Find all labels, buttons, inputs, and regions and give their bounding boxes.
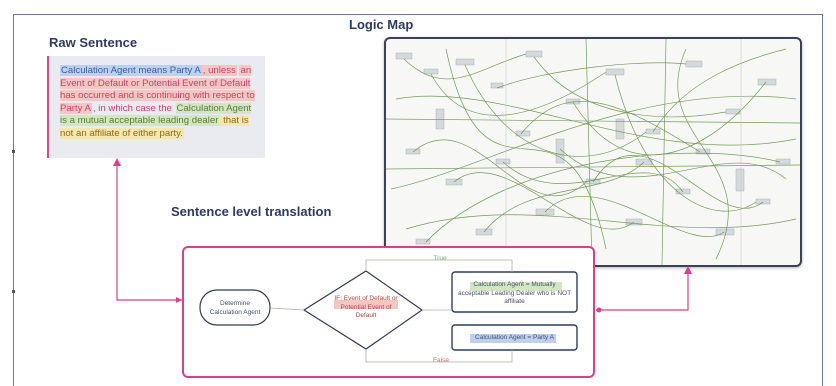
logic-map-graph	[386, 39, 800, 265]
edge-marker	[12, 150, 15, 153]
raw-sentence-segment: , unless	[201, 65, 237, 76]
raw-sentence-title: Raw Sentence	[49, 35, 138, 50]
raw-sentence-segment: Calculation Agent means Party A	[60, 65, 202, 76]
start-node-label: Determine Calculation Agent	[209, 300, 261, 316]
false-result-label: Calculation Agent = Party A	[475, 334, 554, 341]
outer-frame	[13, 14, 823, 386]
edge-marker	[12, 290, 15, 293]
decision-node-label: IF: Event of Default or Potential Event …	[334, 295, 398, 319]
raw-sentence-box: Calculation Agent means Party A, unless …	[47, 56, 265, 158]
false-branch-label: False	[433, 357, 449, 364]
start-node	[199, 289, 271, 326]
raw-sentence-segment: , in which case the	[92, 102, 172, 114]
sentence-translation-title: Sentence level translation	[171, 204, 332, 219]
true-result-label: Calculation Agent = Mutually acceptable …	[457, 281, 572, 305]
true-branch-label: True	[433, 255, 447, 262]
logic-map-title: Logic Map	[349, 17, 414, 32]
